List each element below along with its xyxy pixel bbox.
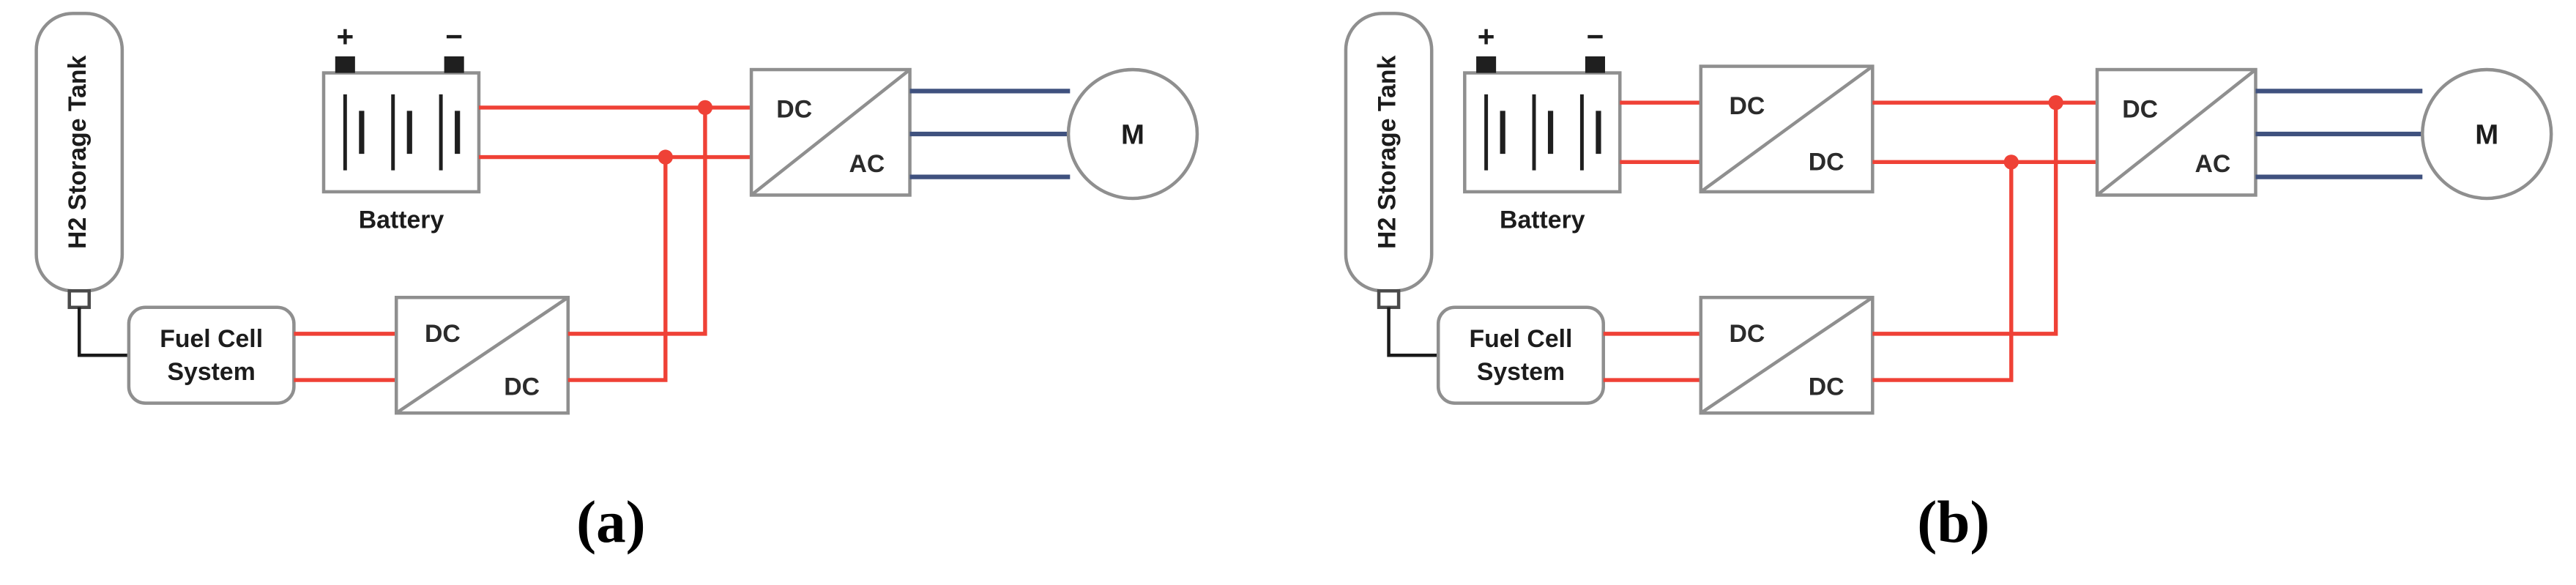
- fuel-cell-label-line1-b: Fuel Cell: [1470, 325, 1573, 353]
- fc-dcdc-label-in-b: DC: [1730, 320, 1765, 348]
- inverter-diagonal-a: [750, 68, 911, 197]
- inverter-label-out-b: AC: [2195, 150, 2230, 178]
- h2-tank-label-b: H2 Storage Tank: [1374, 55, 1401, 249]
- inverter-diagonal-b: [2096, 68, 2257, 197]
- inverter-label-in-b: DC: [2122, 95, 2158, 123]
- junction-dot-top-a: [697, 100, 713, 116]
- battery-minus-label-b: −: [1587, 19, 1604, 53]
- fc-dcdc-diagonal-a: [395, 296, 570, 414]
- junction-dot-top-b: [2048, 95, 2063, 111]
- battery-terminal-minus-b: [1585, 56, 1605, 73]
- battery-label-a: Battery: [359, 206, 444, 234]
- motor-circle-b: [2421, 67, 2553, 201]
- junction-dot-bottom-b: [2003, 154, 2019, 170]
- diagram-b: H2 Storage Tank Fuel Cell System + − Bat…: [1344, 12, 2553, 555]
- battery-plus-label-a: +: [336, 19, 354, 53]
- fc-output-bottom-a: [567, 157, 668, 382]
- battery-box-b: [1463, 71, 1622, 194]
- battery-terminal-minus-a: [444, 56, 464, 73]
- tank-pipe-a: [77, 307, 129, 357]
- battery-minus-label-a: −: [445, 19, 463, 53]
- battery-label-b: Battery: [1500, 206, 1585, 234]
- tank-valve-a: [67, 288, 92, 310]
- h2-tank-label-a: H2 Storage Tank: [64, 55, 92, 249]
- battery-cells-a: [343, 94, 461, 171]
- junction-dot-bottom-a: [658, 149, 673, 165]
- fc-dcdc-diagonal-b: [1700, 296, 1874, 414]
- fc-dcdc-label-out-b: DC: [1809, 373, 1844, 400]
- tank-valve-b: [1377, 288, 1401, 310]
- diagram-a: H2 Storage Tank Fuel Cell System DC DC +…: [34, 12, 1199, 555]
- fc-output-top-a: [567, 107, 707, 336]
- fc-output-top-b: [1872, 103, 2058, 336]
- battery-terminal-plus-a: [335, 56, 355, 73]
- inverter-label-out-a: AC: [849, 150, 885, 178]
- fc-dcdc-label-out-a: DC: [504, 373, 540, 400]
- fuel-cell-box-b: [1436, 305, 1605, 405]
- fuel-cell-box-a: [127, 305, 296, 405]
- inverter-label-in-a: DC: [776, 95, 812, 123]
- motor-circle-a: [1066, 67, 1199, 201]
- caption-a: (a): [576, 489, 646, 555]
- fc-output-bottom-b: [1872, 162, 2014, 382]
- bat-dcdc-label-in-b: DC: [1730, 92, 1765, 120]
- fuel-cell-label-line2-a: System: [168, 358, 256, 386]
- battery-box-a: [321, 71, 481, 194]
- caption-b: (b): [1917, 489, 1989, 555]
- fc-dcdc-label-in-a: DC: [425, 320, 461, 348]
- battery-terminal-plus-b: [1476, 56, 1497, 73]
- fuel-cell-label-line1-a: Fuel Cell: [160, 325, 263, 353]
- motor-label-a: M: [1121, 119, 1144, 151]
- tank-pipe-b: [1387, 307, 1439, 357]
- battery-plus-label-b: +: [1478, 19, 1495, 53]
- bat-dcdc-label-out-b: DC: [1809, 149, 1844, 176]
- bat-dcdc-diagonal-b: [1700, 64, 1874, 193]
- fuel-cell-label-line2-b: System: [1477, 358, 1565, 386]
- battery-cells-b: [1484, 94, 1601, 171]
- motor-label-b: M: [2475, 119, 2498, 151]
